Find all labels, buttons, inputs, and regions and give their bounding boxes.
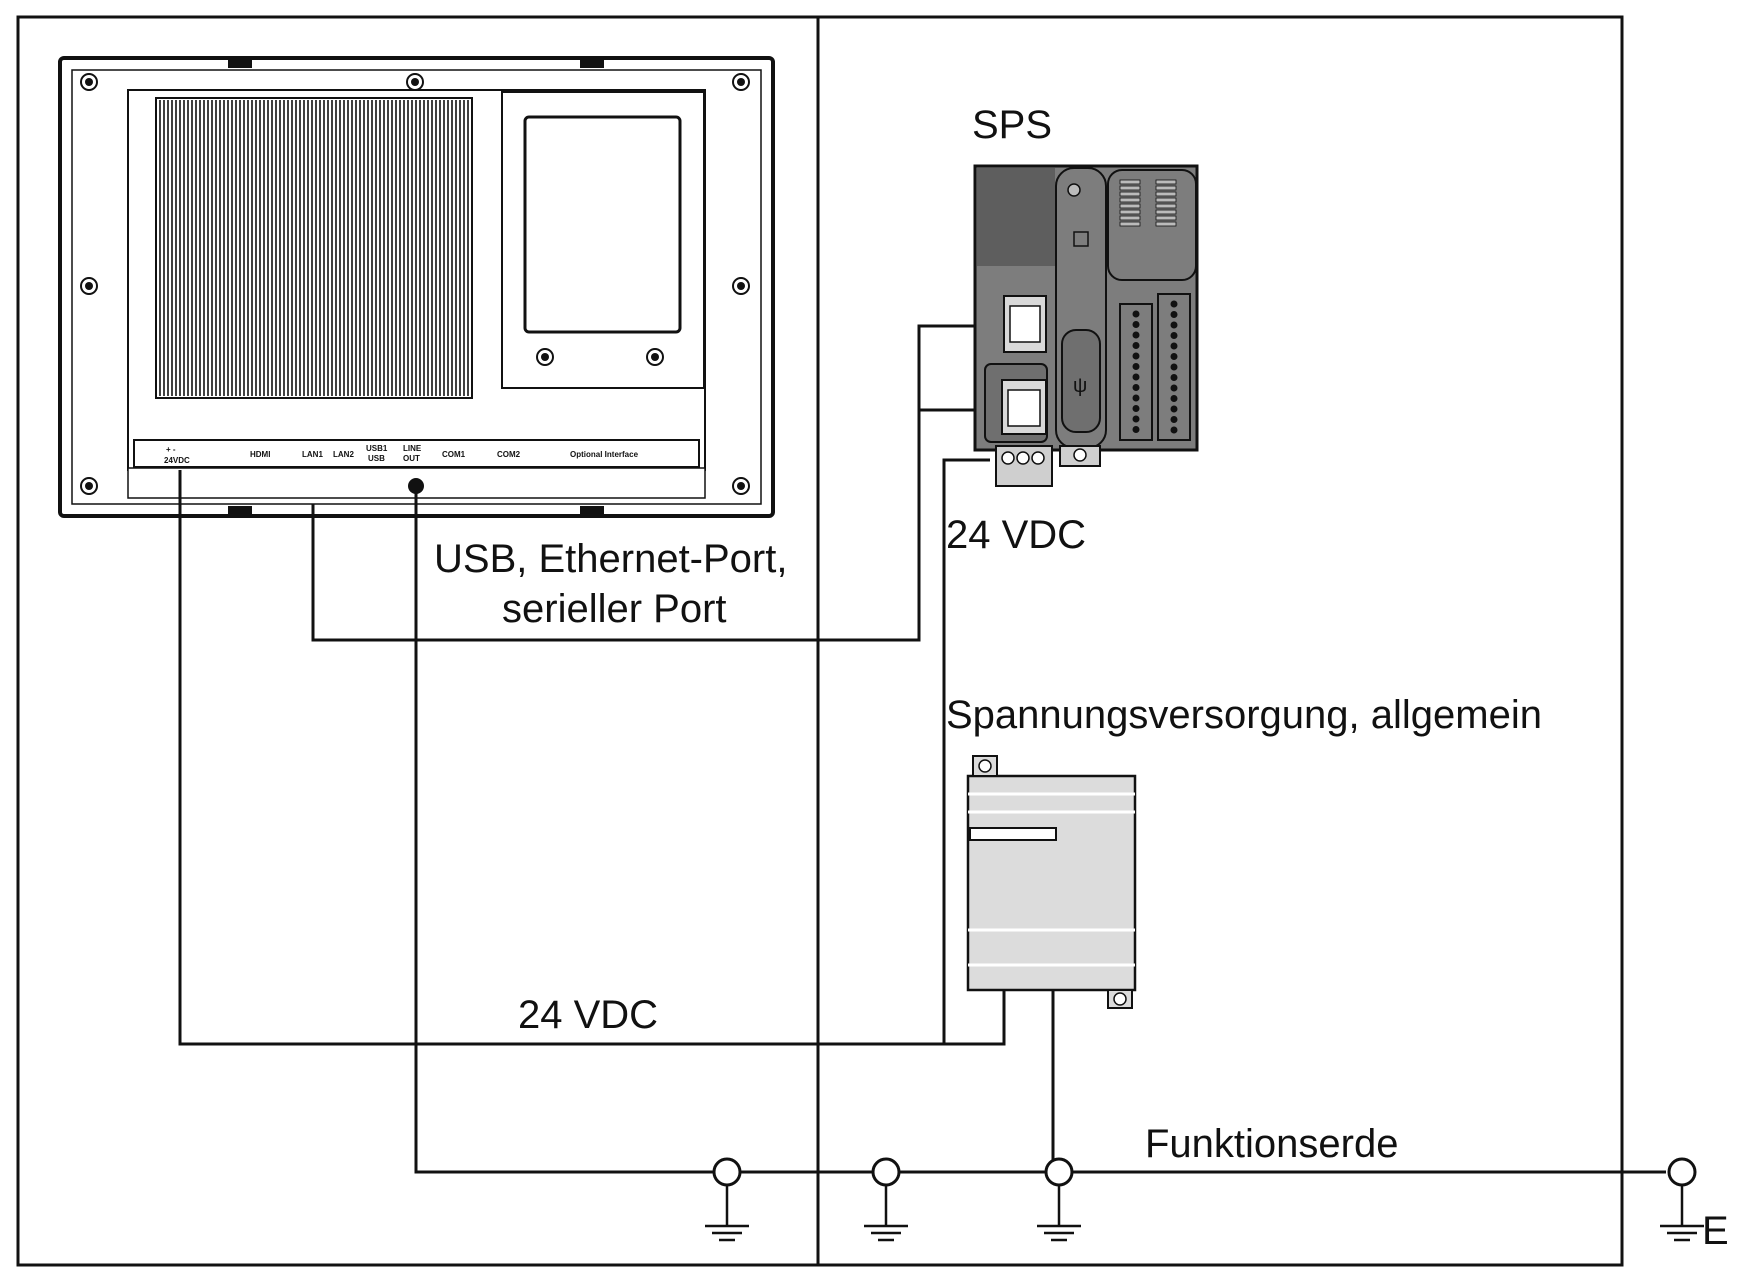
screw [80,73,98,91]
ground-symbol [864,1157,908,1242]
ground-symbols [705,1157,1704,1242]
port-hdmi-label: HDMI [250,450,270,459]
port-power-symbols: + - [166,445,176,454]
port-usb-label-line1: USB1 [366,444,388,453]
comm-cable [311,324,976,642]
port-com2-label: COM2 [497,450,521,459]
power-supply-title: Spannungsversorgung, allgemein [946,693,1542,737]
port-lan2-label: LAN2 [333,450,354,459]
screw [646,348,664,366]
plc-supply-label: 24 VDC [946,513,1086,557]
screw [732,277,750,295]
earth-bus [414,488,1666,1174]
port-com1-label: COM1 [442,450,466,459]
comm-link-label-line2: serieller Port [502,587,727,631]
port-optional-label: Optional Interface [570,450,639,459]
panel-supply-label: 24 VDC [518,993,658,1037]
ground-symbol [1037,1157,1081,1242]
power-supply-unit [966,755,1137,1009]
screw [732,73,750,91]
panel-earth-point [408,478,424,494]
functional-earth-label: Funktionserde [1145,1122,1398,1166]
screw [732,477,750,495]
ground-symbol [1660,1157,1704,1242]
panel-supply-cable [178,470,1006,1046]
io-strip [133,439,700,468]
wiring [178,324,1666,1174]
usb-symbol-icon: ψ [1073,375,1087,397]
ground-symbol [705,1157,749,1242]
screw [536,348,554,366]
port-lineout-label-line1: LINE [403,444,422,453]
port-usb-label-line2: USB [368,454,385,463]
plc-device: ψ [973,164,1199,487]
panel-pc: + - 24VDC HDMI LAN1 LAN2 USB1 USB LINE O… [58,56,775,518]
plc-title: SPS [972,103,1052,147]
earth-marker-label: E [1702,1209,1729,1253]
heatsink [155,97,473,399]
screw [80,477,98,495]
screw [406,73,424,91]
plc-supply-cable [942,458,990,1044]
port-power-label: 24VDC [164,456,190,465]
port-lan1-label: LAN1 [302,450,323,459]
screw [80,277,98,295]
comm-link-label-line1: USB, Ethernet-Port, [434,537,787,581]
cabinet-outline [16,15,1624,1267]
port-lineout-label-line2: OUT [403,454,420,463]
